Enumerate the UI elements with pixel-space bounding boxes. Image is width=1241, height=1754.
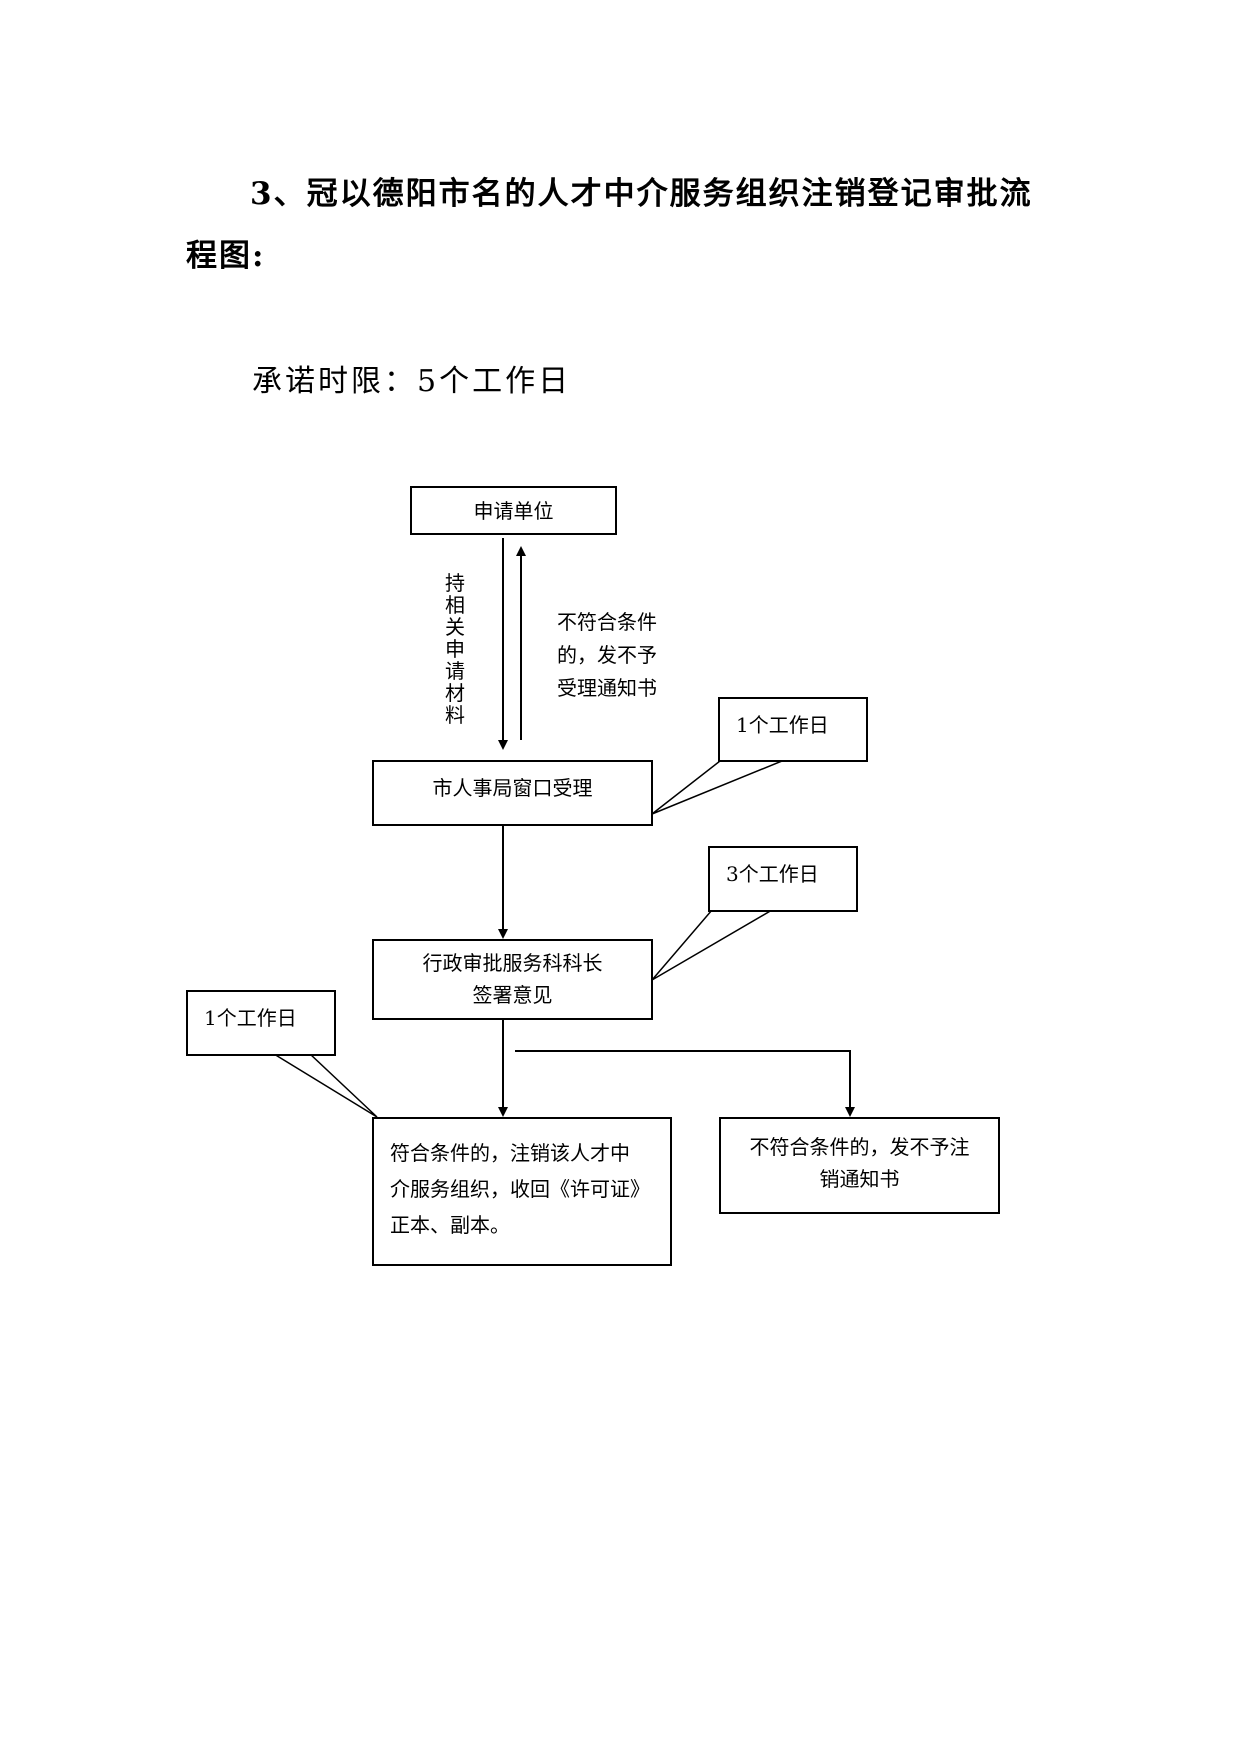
- cancel-line-1: 符合条件的，注销该人才中: [390, 1141, 630, 1165]
- callout-chief-text: 3个工作日: [726, 862, 819, 886]
- callout-window-text: 1个工作日: [736, 713, 829, 737]
- section-chief-line-2: 签署意见: [472, 983, 553, 1007]
- cancel-line-3: 正本、副本。: [390, 1213, 510, 1237]
- section-chief-line-1: 行政审批服务科科长: [422, 951, 603, 975]
- window-acceptance-box: 市人事局窗口受理: [372, 760, 653, 826]
- cancel-line-2: 介服务组织，收回《许可证》: [390, 1177, 650, 1201]
- reject-label-line-3: 受理通知书: [557, 676, 657, 700]
- notice-line-1: 不符合条件的，发不予注: [749, 1135, 970, 1159]
- callout-cancel-text: 1个工作日: [204, 1006, 297, 1030]
- rejection-notice-box: 不符合条件的，发不予注 销通知书: [719, 1117, 1000, 1214]
- callout-cancel-pointer: [271, 1053, 378, 1118]
- callout-window-pointer: [651, 760, 783, 815]
- cancel-registration-box: 符合条件的，注销该人才中 介服务组织，收回《许可证》 正本、副本。: [372, 1117, 672, 1266]
- callout-cancel-duration: 1个工作日: [186, 990, 336, 1056]
- submit-materials-label: 持相关申请材料: [445, 571, 465, 727]
- reject-label-line-1: 不符合条件: [557, 610, 657, 634]
- reject-label-line-2: 的，发不予: [557, 643, 657, 667]
- page-title-line-2: 程图:: [186, 238, 266, 274]
- callout-chief-duration: 3个工作日: [708, 846, 858, 912]
- deadline-text: 承诺时限：5个工作日: [252, 364, 572, 399]
- section-chief-box: 行政审批服务科科长 签署意见: [372, 939, 653, 1020]
- applicant-label: 申请单位: [473, 498, 554, 523]
- page-title-line-1: 3、冠以德阳市名的人才中介服务组织注销登记审批流: [250, 176, 1033, 212]
- window-acceptance-label: 市人事局窗口受理: [432, 776, 593, 800]
- arrow-chief-to-notice: [515, 1050, 855, 1117]
- reject-label: 不符合条件 的，发不予 受理通知书: [557, 606, 657, 705]
- applicant-box: 申请单位: [410, 486, 617, 535]
- callout-window-duration: 1个工作日: [718, 697, 868, 762]
- notice-line-2: 销通知书: [819, 1167, 900, 1191]
- callout-chief-pointer: [651, 909, 775, 981]
